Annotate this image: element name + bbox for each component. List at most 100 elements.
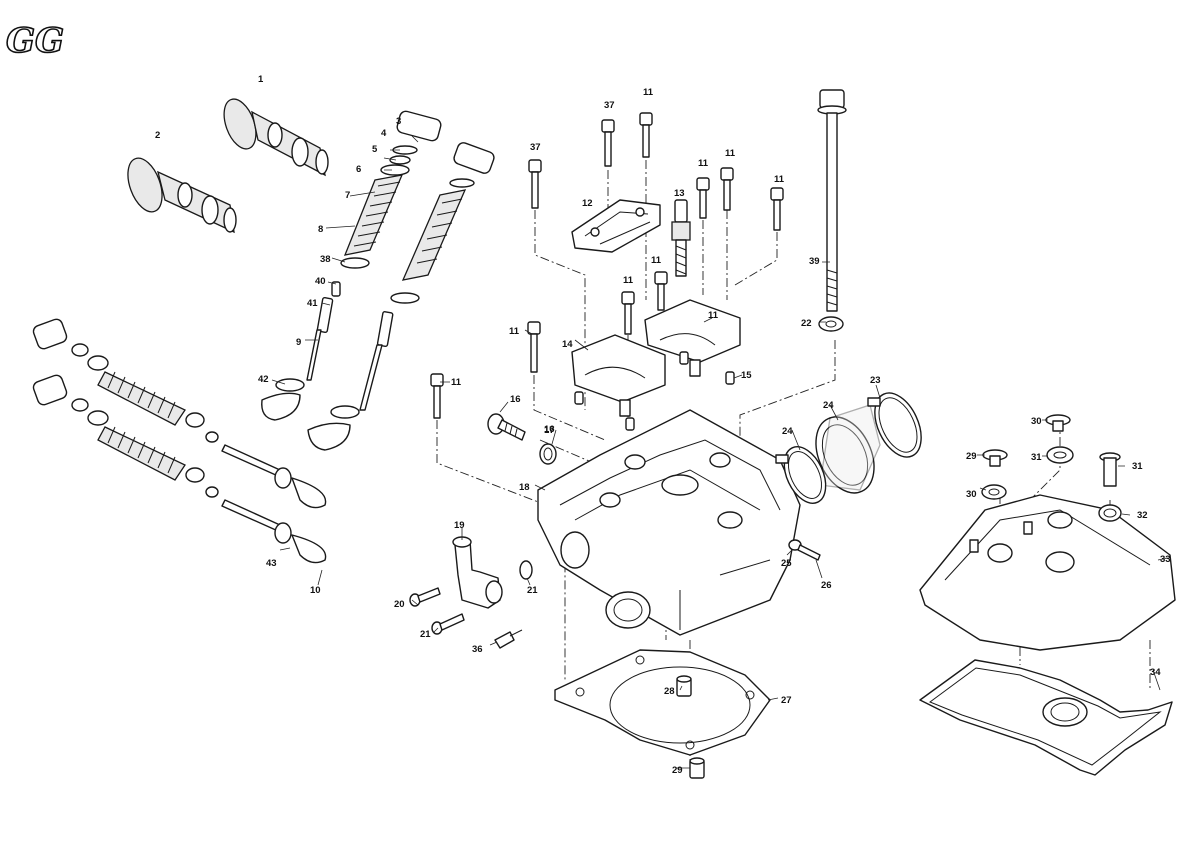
callout-40: 40 — [315, 276, 326, 287]
callout-16b: 16 — [544, 424, 555, 435]
washer-23 — [818, 316, 844, 332]
tensioner-17 — [487, 413, 526, 441]
callout-11b: 11 — [698, 158, 709, 169]
temp-sensor-39 — [494, 629, 523, 649]
camshaft-exhaust — [223, 98, 329, 177]
callout-4: 4 — [381, 128, 387, 139]
callout-1: 1 — [258, 74, 264, 85]
callout-34: 33 — [1160, 554, 1171, 565]
callout-11a: 11 — [643, 87, 654, 98]
bolt-11a — [639, 112, 653, 158]
callout-41: 41 — [307, 298, 318, 309]
callout-11f: 11 — [623, 275, 634, 286]
dowel-29b — [689, 757, 705, 779]
grommet-30b — [1045, 414, 1071, 432]
valve-cover-gasket-35 — [919, 659, 1173, 776]
oring-36 — [519, 560, 533, 580]
washer-31b — [1046, 446, 1074, 464]
valve-train-upper-right — [307, 142, 495, 451]
callout-21b: 21 — [420, 629, 431, 640]
callout-31a: 30 — [966, 489, 977, 500]
washer-31a — [981, 484, 1007, 500]
water-outlet-20 — [452, 536, 503, 609]
callout-3: 3 — [396, 116, 401, 127]
cap-bolts — [430, 112, 784, 419]
callout-38: 38 — [320, 254, 331, 265]
cam-cap-15 — [571, 334, 666, 417]
callout-8: 8 — [318, 224, 323, 235]
callout-11g: 11 — [509, 326, 520, 337]
grommet-30a — [982, 449, 1008, 467]
callout-32: 31 — [1132, 461, 1143, 472]
callout-24a: 23 — [870, 375, 881, 386]
camshaft-intake — [127, 157, 237, 234]
callout-12: 12 — [582, 198, 593, 209]
valve-cover-34 — [919, 494, 1176, 651]
callout-25: 24 — [823, 400, 834, 411]
callout-22: 39 — [809, 256, 820, 267]
callout-11d: 11 — [774, 174, 785, 185]
callout-20: 19 — [454, 520, 465, 531]
callout-30b: 30 — [1031, 416, 1042, 427]
callout-9: 9 — [296, 337, 301, 348]
callout-36: 21 — [527, 585, 538, 596]
callout-19: 18 — [519, 482, 530, 493]
intake-manifold-25 — [815, 404, 881, 494]
callout-17: 16 — [510, 394, 521, 405]
callout-15: 14 — [562, 339, 573, 350]
cam-cap-14 — [644, 299, 741, 377]
callout-14: 11 — [708, 310, 719, 321]
bolt-11f — [621, 291, 635, 335]
callout-13: 13 — [674, 188, 685, 199]
cylinder-head-19 — [537, 409, 801, 636]
valve-train-lower-row1 — [32, 318, 327, 509]
callout-29a: 28 — [664, 686, 675, 697]
head-gasket-28 — [554, 649, 771, 756]
callout-11h: 11 — [451, 377, 462, 388]
callout-21a: 20 — [394, 599, 405, 610]
callout-11e: 11 — [651, 255, 662, 266]
bolt-37b — [601, 119, 615, 167]
bolt-11b — [696, 177, 710, 219]
callout-27: 26 — [821, 580, 832, 591]
fitting-32 — [1099, 452, 1121, 487]
through-bolt-22 — [817, 89, 847, 312]
seal-33 — [1098, 504, 1122, 522]
callout-31b: 31 — [1031, 452, 1042, 463]
callout-39: 36 — [472, 644, 483, 655]
bolt-11e — [654, 271, 668, 311]
hose-clamp-24a — [867, 392, 922, 458]
callout-37b: 37 — [604, 100, 615, 111]
callout-42: 42 — [258, 374, 269, 385]
callout-43: 43 — [266, 558, 277, 569]
callout-26: 25 — [781, 558, 792, 569]
stud-26-bolt-27 — [788, 539, 821, 561]
valve-train-lower-row2 — [32, 374, 327, 564]
logo-text: GG — [6, 21, 64, 61]
callout-10: 10 — [310, 585, 321, 596]
bolt-11h — [430, 373, 444, 419]
callout-24b: 24 — [782, 426, 793, 437]
bolt-11c — [720, 167, 734, 211]
callout-7: 7 — [345, 190, 350, 201]
cam-bracket-12 — [571, 199, 661, 253]
leader-lines — [271, 135, 1169, 769]
callout-18: 17 — [544, 425, 555, 436]
dowel-29a — [676, 675, 692, 697]
bolt-37a — [528, 159, 542, 209]
callout-6: 6 — [356, 164, 361, 175]
seal-18 — [539, 443, 557, 465]
bolt-11g — [527, 321, 541, 373]
bolt-11d — [770, 187, 784, 231]
callout-labels: 1 2 3 4 5 6 7 8 38 40 41 9 42 43 10 37 3… — [155, 74, 1171, 776]
callout-2: 2 — [155, 130, 160, 141]
callout-37a: 37 — [530, 142, 541, 153]
bolt-21a — [409, 587, 441, 607]
callout-28: 27 — [781, 695, 792, 706]
callout-23: 22 — [801, 318, 812, 329]
callout-30a: 29 — [966, 451, 977, 462]
callout-29b: 29 — [672, 765, 683, 776]
callout-33: 32 — [1137, 510, 1148, 521]
callout-16a: 15 — [741, 370, 752, 381]
